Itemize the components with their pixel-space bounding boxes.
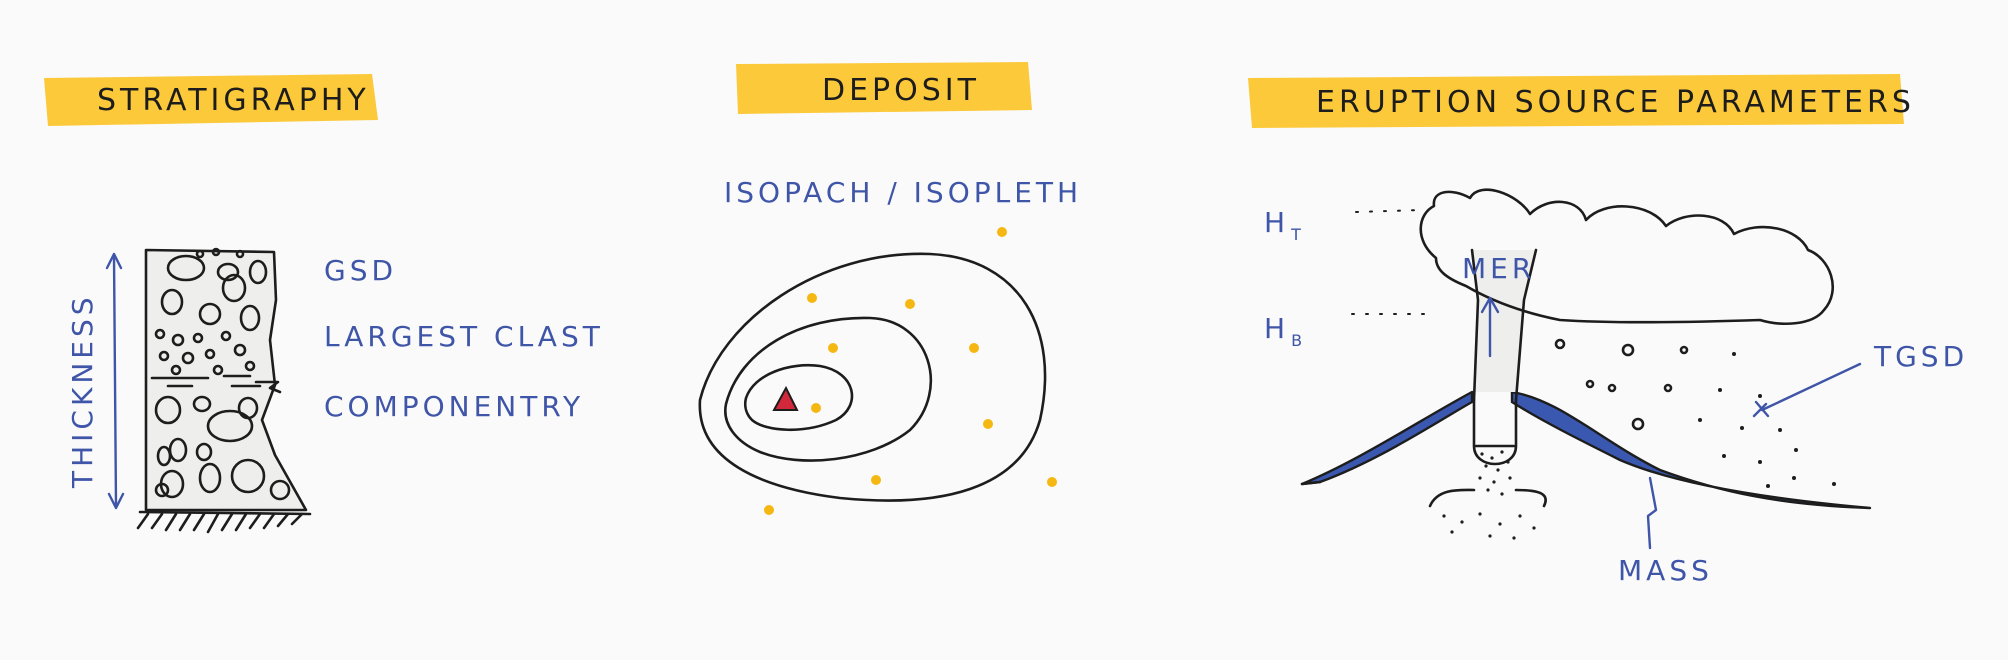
stratigraphic-column xyxy=(136,247,312,534)
vent-conduit xyxy=(1472,398,1518,466)
volcano-right-flank xyxy=(1510,390,1872,510)
falling-tephra xyxy=(1554,338,1836,488)
sample-dot xyxy=(871,475,881,485)
label-ht-subscript: T xyxy=(1290,225,1305,244)
label-ht-symbol: H xyxy=(1264,206,1289,239)
stratigraphy-panel: STRATIGRAPHY THICKNESS xyxy=(44,74,604,534)
ht-dotted-line xyxy=(1355,209,1421,213)
substrate-dots xyxy=(1442,512,1536,540)
thickness-label: THICKNESS xyxy=(66,293,99,489)
sample-dot xyxy=(969,343,979,353)
sample-dots xyxy=(764,227,1057,515)
volcano-left-flank xyxy=(1300,390,1474,486)
mer-arrow xyxy=(1480,296,1500,358)
sample-dot xyxy=(997,227,1007,237)
deposit-panel: DEPOSIT ISOPACH / ISOPLETH xyxy=(698,62,1082,515)
mass-label: MASS xyxy=(1618,554,1713,587)
stratigraphy-label-largest-clast: LARGEST CLAST xyxy=(324,320,604,353)
tgsd-pointer xyxy=(1752,362,1862,418)
middle-isopach xyxy=(724,316,933,462)
esp-header-banner xyxy=(1248,74,1904,128)
label-hb-symbol: H xyxy=(1264,312,1289,345)
tgsd-label: TGSD xyxy=(1873,340,1968,373)
mer-label: MER xyxy=(1462,252,1535,285)
deposit-header-banner xyxy=(736,62,1032,114)
esp-title: ERUPTION SOURCE PARAMETERS xyxy=(1316,85,1915,120)
deposit-title: DEPOSIT xyxy=(822,73,980,108)
vent-triangle xyxy=(772,385,799,411)
sample-dot xyxy=(807,293,817,303)
isopach-isopleth-caption: ISOPACH / ISOPLETH xyxy=(724,176,1082,209)
sample-dot xyxy=(983,419,993,429)
eruption-column xyxy=(1472,250,1536,392)
outer-isopach xyxy=(698,252,1047,502)
stratigraphy-title: STRATIGRAPHY xyxy=(97,83,370,118)
stratigraphy-label-gsd: GSD xyxy=(324,254,397,287)
stratigraphy-label-componentry: COMPONENTRY xyxy=(324,390,584,423)
sample-dot xyxy=(811,403,821,413)
sample-dot xyxy=(905,299,915,309)
substrate-outline xyxy=(1428,488,1547,508)
sample-dot xyxy=(1047,477,1057,487)
thickness-arrow xyxy=(105,252,125,510)
label-hb-subscript: B xyxy=(1291,331,1306,350)
umbrella-cloud xyxy=(1419,188,1834,325)
conduit-fill-dots xyxy=(1478,450,1512,496)
sample-dot xyxy=(764,505,774,515)
mass-pointer xyxy=(1646,476,1658,550)
inner-isopach xyxy=(743,363,854,432)
sample-dot xyxy=(828,343,838,353)
stratigraphy-header-banner xyxy=(44,74,378,126)
